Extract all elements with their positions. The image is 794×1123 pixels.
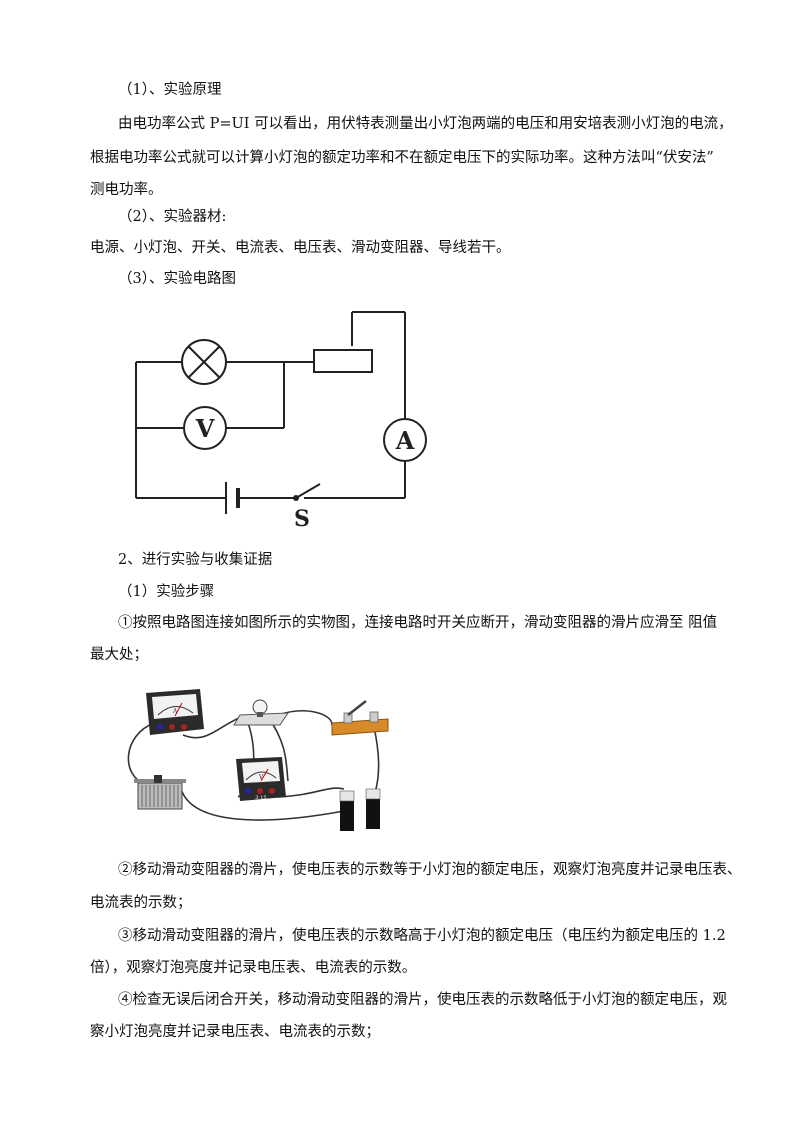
switch-contact: [293, 495, 299, 501]
step-3-line-1: ③移动滑动变阻器的滑片，使电压表的示数略高于小灯泡的额定电压（电压约为额定电压的…: [118, 928, 726, 944]
bulb-device: [233, 699, 289, 726]
equipment-list: 电源、小灯泡、开关、电流表、电压表、滑动变阻器、导线若干。: [90, 240, 511, 256]
apparatus-illustration: A: [127, 689, 389, 831]
switch-label: S: [294, 506, 310, 532]
principle-text-line-2: 根据电功率公式就可以计算小灯泡的额定功率和不在额定电压下的实际功率。这种方法叫“…: [90, 150, 714, 166]
wire: [277, 787, 345, 798]
ammeter-device: A: [146, 689, 204, 735]
wire: [179, 784, 345, 821]
circuit-diagram: V A S: [135, 311, 427, 532]
battery-device: [339, 788, 381, 831]
voltmeter-scale-label: V: [258, 774, 264, 781]
voltmeter-terminal-labels: 3 15: [255, 795, 266, 801]
step-1-line-2: 最大处；: [90, 647, 148, 663]
section-circuit-heading: （3）、实验电路图: [118, 271, 236, 287]
section-experiment-heading: 2、进行实验与收集证据: [118, 552, 273, 568]
rheostat-symbol: [313, 349, 373, 373]
voltmeter-label: V: [195, 414, 215, 443]
section-principle-heading: （1）、实验原理: [118, 82, 222, 98]
step-2-line-1: ②移动滑动变阻器的滑片，使电压表的示数等于小灯泡的额定电压，观察灯泡亮度并记录电…: [118, 862, 742, 878]
step-3-line-2: 倍），观察灯泡亮度并记录电压表、电流表的示数。: [90, 960, 417, 976]
ammeter-scale-label: A: [172, 708, 178, 715]
rheostat-device: [134, 775, 186, 810]
step-4-line-1: ④检查无误后闭合开关，移动滑动变阻器的滑片，使电压表的示数略低于小灯泡的额定电压…: [118, 992, 727, 1008]
step-4-line-2: 察小灯泡亮度并记录电压表、电流表的示数；: [90, 1024, 380, 1040]
step-2-line-2: 电流表的示数；: [90, 895, 192, 911]
ammeter-label: A: [395, 426, 415, 455]
voltmeter-device: V 3 15: [236, 757, 286, 801]
section-equipment-heading: （2）、实验器材:: [118, 209, 227, 225]
knife-switch-device: [331, 700, 389, 736]
step-1-line-1: ①按照电路图连接如图所示的实物图，连接电路时开关应断开，滑动变阻器的滑片应滑至 …: [118, 615, 718, 631]
principle-text-line-1: 由电功率公式 P=UI 可以看出，用伏特表测量出小灯泡两端的电压和用安培表测小灯…: [118, 116, 733, 132]
steps-heading: （1）实验步骤: [118, 584, 215, 600]
principle-text-line-3: 测电功率。: [90, 182, 163, 198]
wire: [373, 726, 380, 794]
